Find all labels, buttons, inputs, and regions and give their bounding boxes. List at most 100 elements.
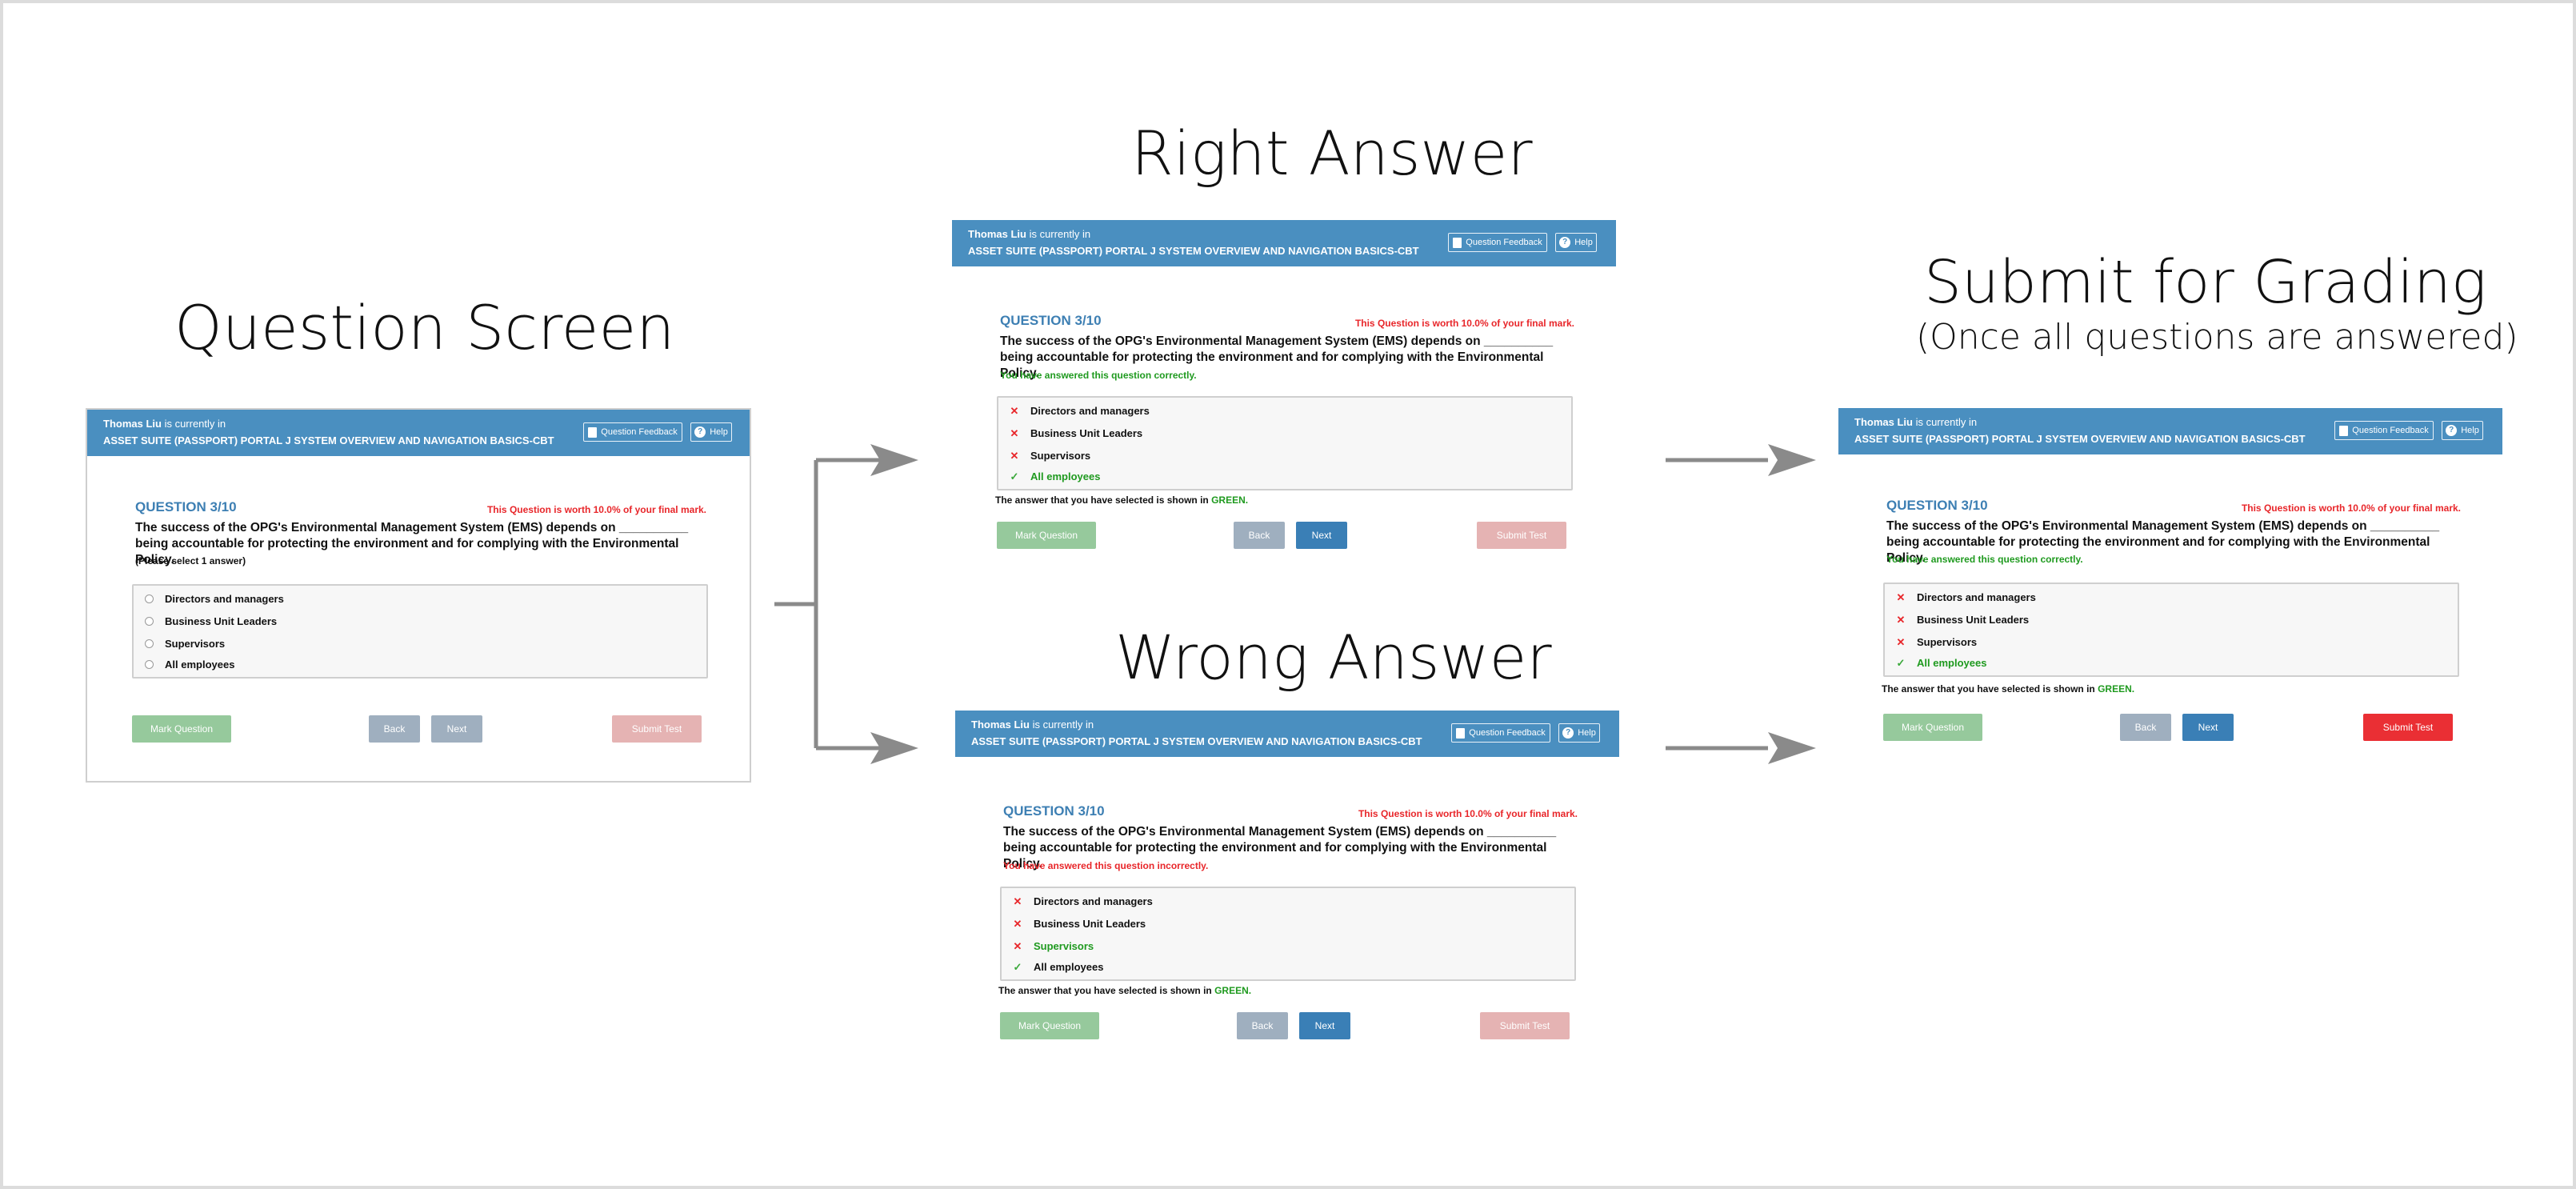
back-button[interactable]: Back <box>1237 1012 1288 1039</box>
answer-option-selected: ✕Supervisors <box>1013 939 1094 952</box>
next-button[interactable]: Next <box>1299 1012 1350 1039</box>
answer-option: ✕Directors and managers <box>1013 895 1153 907</box>
help-icon: ? <box>2446 425 2458 436</box>
radio-icon[interactable] <box>145 639 154 648</box>
select-instruction: (Please select 1 answer) <box>135 555 246 566</box>
mark-question-button[interactable]: Mark Question <box>132 715 231 743</box>
answer-option-selected: ✓All employees <box>1896 656 1987 669</box>
help-button[interactable]: ?Help <box>1558 723 1600 743</box>
answer-option[interactable]: Business Unit Leaders <box>145 613 277 629</box>
help-icon: ? <box>1562 727 1574 739</box>
question-feedback-button[interactable]: Question Feedback <box>583 422 682 442</box>
question-text: The success of the OPG's Environmental M… <box>1003 825 1557 871</box>
header-bar: Thomas Liu is currently in ASSET SUITE (… <box>1838 408 2502 454</box>
course-title: ASSET SUITE (PASSPORT) PORTAL J SYSTEM O… <box>971 735 1422 747</box>
mark-question-button[interactable]: Mark Question <box>1883 714 1982 741</box>
check-icon: ✓ <box>1896 656 1906 669</box>
answer-list: Directors and managers Business Unit Lea… <box>132 584 708 679</box>
cross-icon: ✕ <box>1013 917 1022 930</box>
question-number: QUESTION 3/10 <box>135 499 237 514</box>
answer-option-correct: ✓All employees <box>1013 960 1104 973</box>
question-text: The success of the OPG's Environmental M… <box>135 521 689 566</box>
mark-question-button[interactable]: Mark Question <box>1000 1012 1099 1039</box>
question-number: QUESTION 3/10 <box>1886 498 1988 513</box>
answer-list: ✕Directors and managers ✕Business Unit L… <box>1000 887 1576 981</box>
radio-icon[interactable] <box>145 594 154 603</box>
help-icon: ? <box>694 426 706 438</box>
result-note: You have answered this question incorrec… <box>1003 860 1209 871</box>
radio-icon[interactable] <box>145 659 154 669</box>
question-feedback-button[interactable]: Question Feedback <box>1451 723 1550 743</box>
answer-option[interactable]: Supervisors <box>145 635 225 651</box>
title-submit-for-grading: Submit for Grading <box>1924 248 2487 317</box>
back-button[interactable]: Back <box>369 715 420 743</box>
mark-question-button[interactable]: Mark Question <box>997 522 1096 549</box>
next-button[interactable]: Next <box>1296 522 1347 549</box>
document-icon <box>1456 727 1466 739</box>
help-button[interactable]: ?Help <box>690 422 732 442</box>
submit-test-button[interactable]: Submit Test <box>612 715 702 743</box>
title-question-screen: Question Screen <box>174 292 675 363</box>
question-feedback-button[interactable]: Question Feedback <box>1448 233 1547 252</box>
answer-list: ✕Directors and managers ✕Business Unit L… <box>997 396 1573 490</box>
document-icon <box>2339 425 2349 436</box>
panel-wrong-answer: Thomas Liu is currently in ASSET SUITE (… <box>955 711 1621 1047</box>
cross-icon: ✕ <box>1010 426 1019 439</box>
answer-option: ✕Supervisors <box>1010 449 1091 462</box>
user-status: Thomas Liu is currently in <box>1854 416 1978 428</box>
title-right-answer: Right Answer <box>1131 118 1533 189</box>
panel-right-answer: Thomas Liu is currently in ASSET SUITE (… <box>952 220 1618 556</box>
answer-option: ✕Business Unit Leaders <box>1896 613 2030 626</box>
submit-test-button[interactable]: Submit Test <box>1477 522 1566 549</box>
submit-test-button[interactable]: Submit Test <box>1480 1012 1570 1039</box>
user-status: Thomas Liu is currently in <box>103 418 226 430</box>
course-title: ASSET SUITE (PASSPORT) PORTAL J SYSTEM O… <box>968 245 1419 257</box>
check-icon: ✓ <box>1010 470 1019 482</box>
header-bar: Thomas Liu is currently in ASSET SUITE (… <box>955 711 1619 757</box>
question-worth: This Question is worth 10.0% of your fin… <box>486 504 706 515</box>
panel-question-screen: Thomas Liu is currently in ASSET SUITE (… <box>86 408 751 783</box>
selected-answer-note: The answer that you have selected is sho… <box>1882 683 2135 695</box>
question-text: The success of the OPG's Environmental M… <box>1000 334 1554 380</box>
arrowhead-submit-top <box>1768 444 1816 476</box>
submit-test-button[interactable]: Submit Test <box>2363 714 2453 741</box>
answer-option: ✕Directors and managers <box>1010 404 1150 417</box>
cross-icon: ✕ <box>1010 449 1019 462</box>
question-number: QUESTION 3/10 <box>1000 313 1102 328</box>
cross-icon: ✕ <box>1896 590 1906 603</box>
answer-option: ✕Directors and managers <box>1896 590 2036 603</box>
question-worth: This Question is worth 10.0% of your fin… <box>1358 808 1578 819</box>
arrowhead-submit-bottom <box>1768 732 1816 764</box>
next-button[interactable]: Next <box>2182 714 2234 741</box>
answer-option[interactable]: All employees <box>145 656 234 672</box>
question-worth: This Question is worth 10.0% of your fin… <box>2241 502 2461 514</box>
help-icon: ? <box>1559 237 1571 248</box>
cross-icon: ✕ <box>1010 404 1019 417</box>
question-number: QUESTION 3/10 <box>1003 803 1105 819</box>
back-button[interactable]: Back <box>1234 522 1285 549</box>
subtitle-submit-condition: (Once all questions are answered) <box>1916 317 2518 358</box>
next-button[interactable]: Next <box>431 715 482 743</box>
help-button[interactable]: ?Help <box>2442 421 2483 440</box>
back-button[interactable]: Back <box>2120 714 2171 741</box>
result-note: You have answered this question correctl… <box>1886 554 2083 565</box>
answer-list: ✕Directors and managers ✕Business Unit L… <box>1883 582 2459 677</box>
question-text: The success of the OPG's Environmental M… <box>1886 519 2440 565</box>
cross-icon: ✕ <box>1013 895 1022 907</box>
cross-icon: ✕ <box>1896 613 1906 626</box>
help-button[interactable]: ?Help <box>1555 233 1597 252</box>
answer-option-selected: ✓All employees <box>1010 470 1101 482</box>
answer-option: ✕Supervisors <box>1896 635 1978 648</box>
selected-answer-note: The answer that you have selected is sho… <box>998 985 1252 996</box>
radio-icon[interactable] <box>145 616 154 626</box>
question-feedback-button[interactable]: Question Feedback <box>2334 421 2434 440</box>
result-note: You have answered this question correctl… <box>1000 370 1197 381</box>
answer-option[interactable]: Directors and managers <box>145 590 284 607</box>
header-bar: Thomas Liu is currently in ASSET SUITE (… <box>87 410 750 456</box>
document-icon <box>1453 237 1462 248</box>
selected-answer-note: The answer that you have selected is sho… <box>995 494 1249 506</box>
cross-icon: ✕ <box>1013 939 1022 952</box>
course-title: ASSET SUITE (PASSPORT) PORTAL J SYSTEM O… <box>103 434 554 446</box>
